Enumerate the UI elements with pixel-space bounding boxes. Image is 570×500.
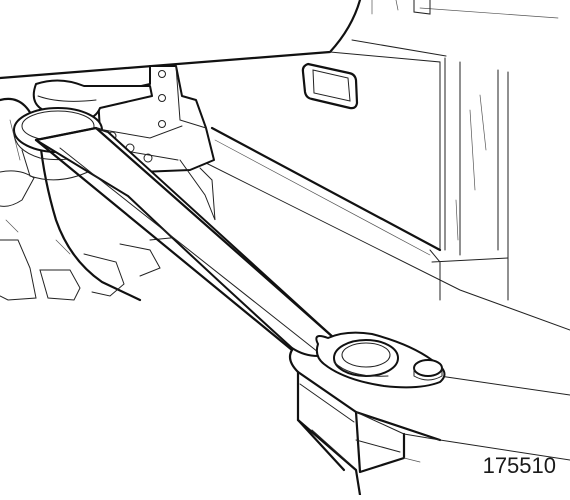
chassis-panel	[0, 0, 559, 301]
bolt-icon	[158, 120, 166, 128]
nut-icon	[413, 359, 443, 377]
pivot-plate-right	[315, 331, 446, 389]
bolt-icon	[143, 153, 153, 163]
control-arm	[34, 126, 336, 357]
panel-slot	[301, 62, 359, 110]
figure-number: 175510	[482, 453, 556, 478]
bolt-icon	[158, 70, 166, 78]
frame-rail	[288, 348, 570, 497]
bolt-icon	[158, 94, 166, 102]
